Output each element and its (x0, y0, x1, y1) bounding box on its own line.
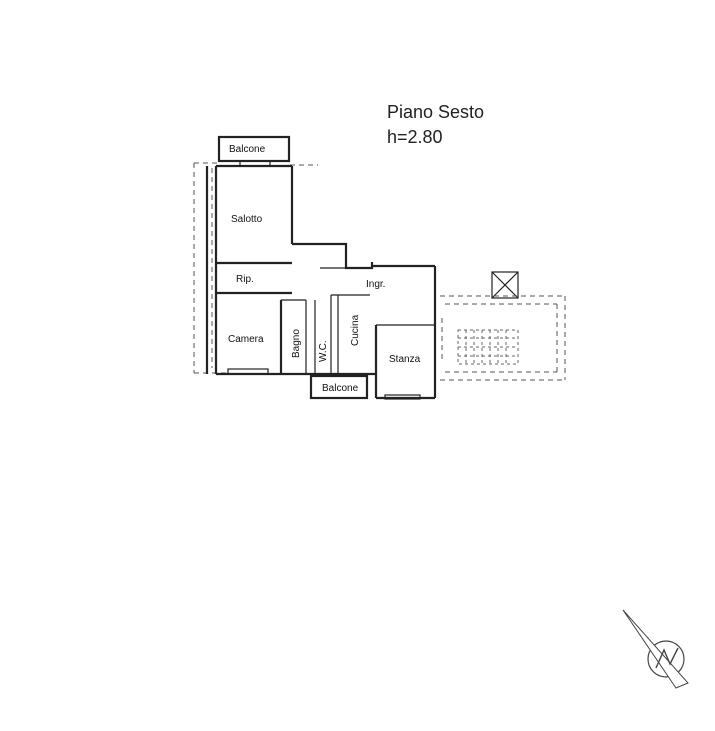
north-arrow-icon (622, 609, 689, 689)
windows (227, 160, 421, 400)
floor-title: Piano Sesto (387, 102, 485, 122)
room-label-wc: W.C. (318, 340, 329, 362)
room-label-rip: Rip. (236, 274, 254, 285)
neighbour-outline (193, 162, 318, 374)
room-label-salotto: Salotto (231, 214, 263, 225)
room-label-balcone-bottom: Balcone (322, 383, 359, 394)
room-label-stanza: Stanza (389, 354, 421, 365)
room-label-camera: Camera (228, 334, 264, 345)
room-label-cucina: Cucina (350, 314, 361, 346)
staircase (440, 271, 566, 381)
room-label-ingr: Ingr. (366, 279, 385, 290)
room-label-bagno: Bagno (291, 329, 302, 358)
ceiling-height: h=2.80 (387, 127, 443, 147)
apartment-walls (205, 164, 437, 400)
room-label-balcone-top: Balcone (229, 144, 266, 155)
